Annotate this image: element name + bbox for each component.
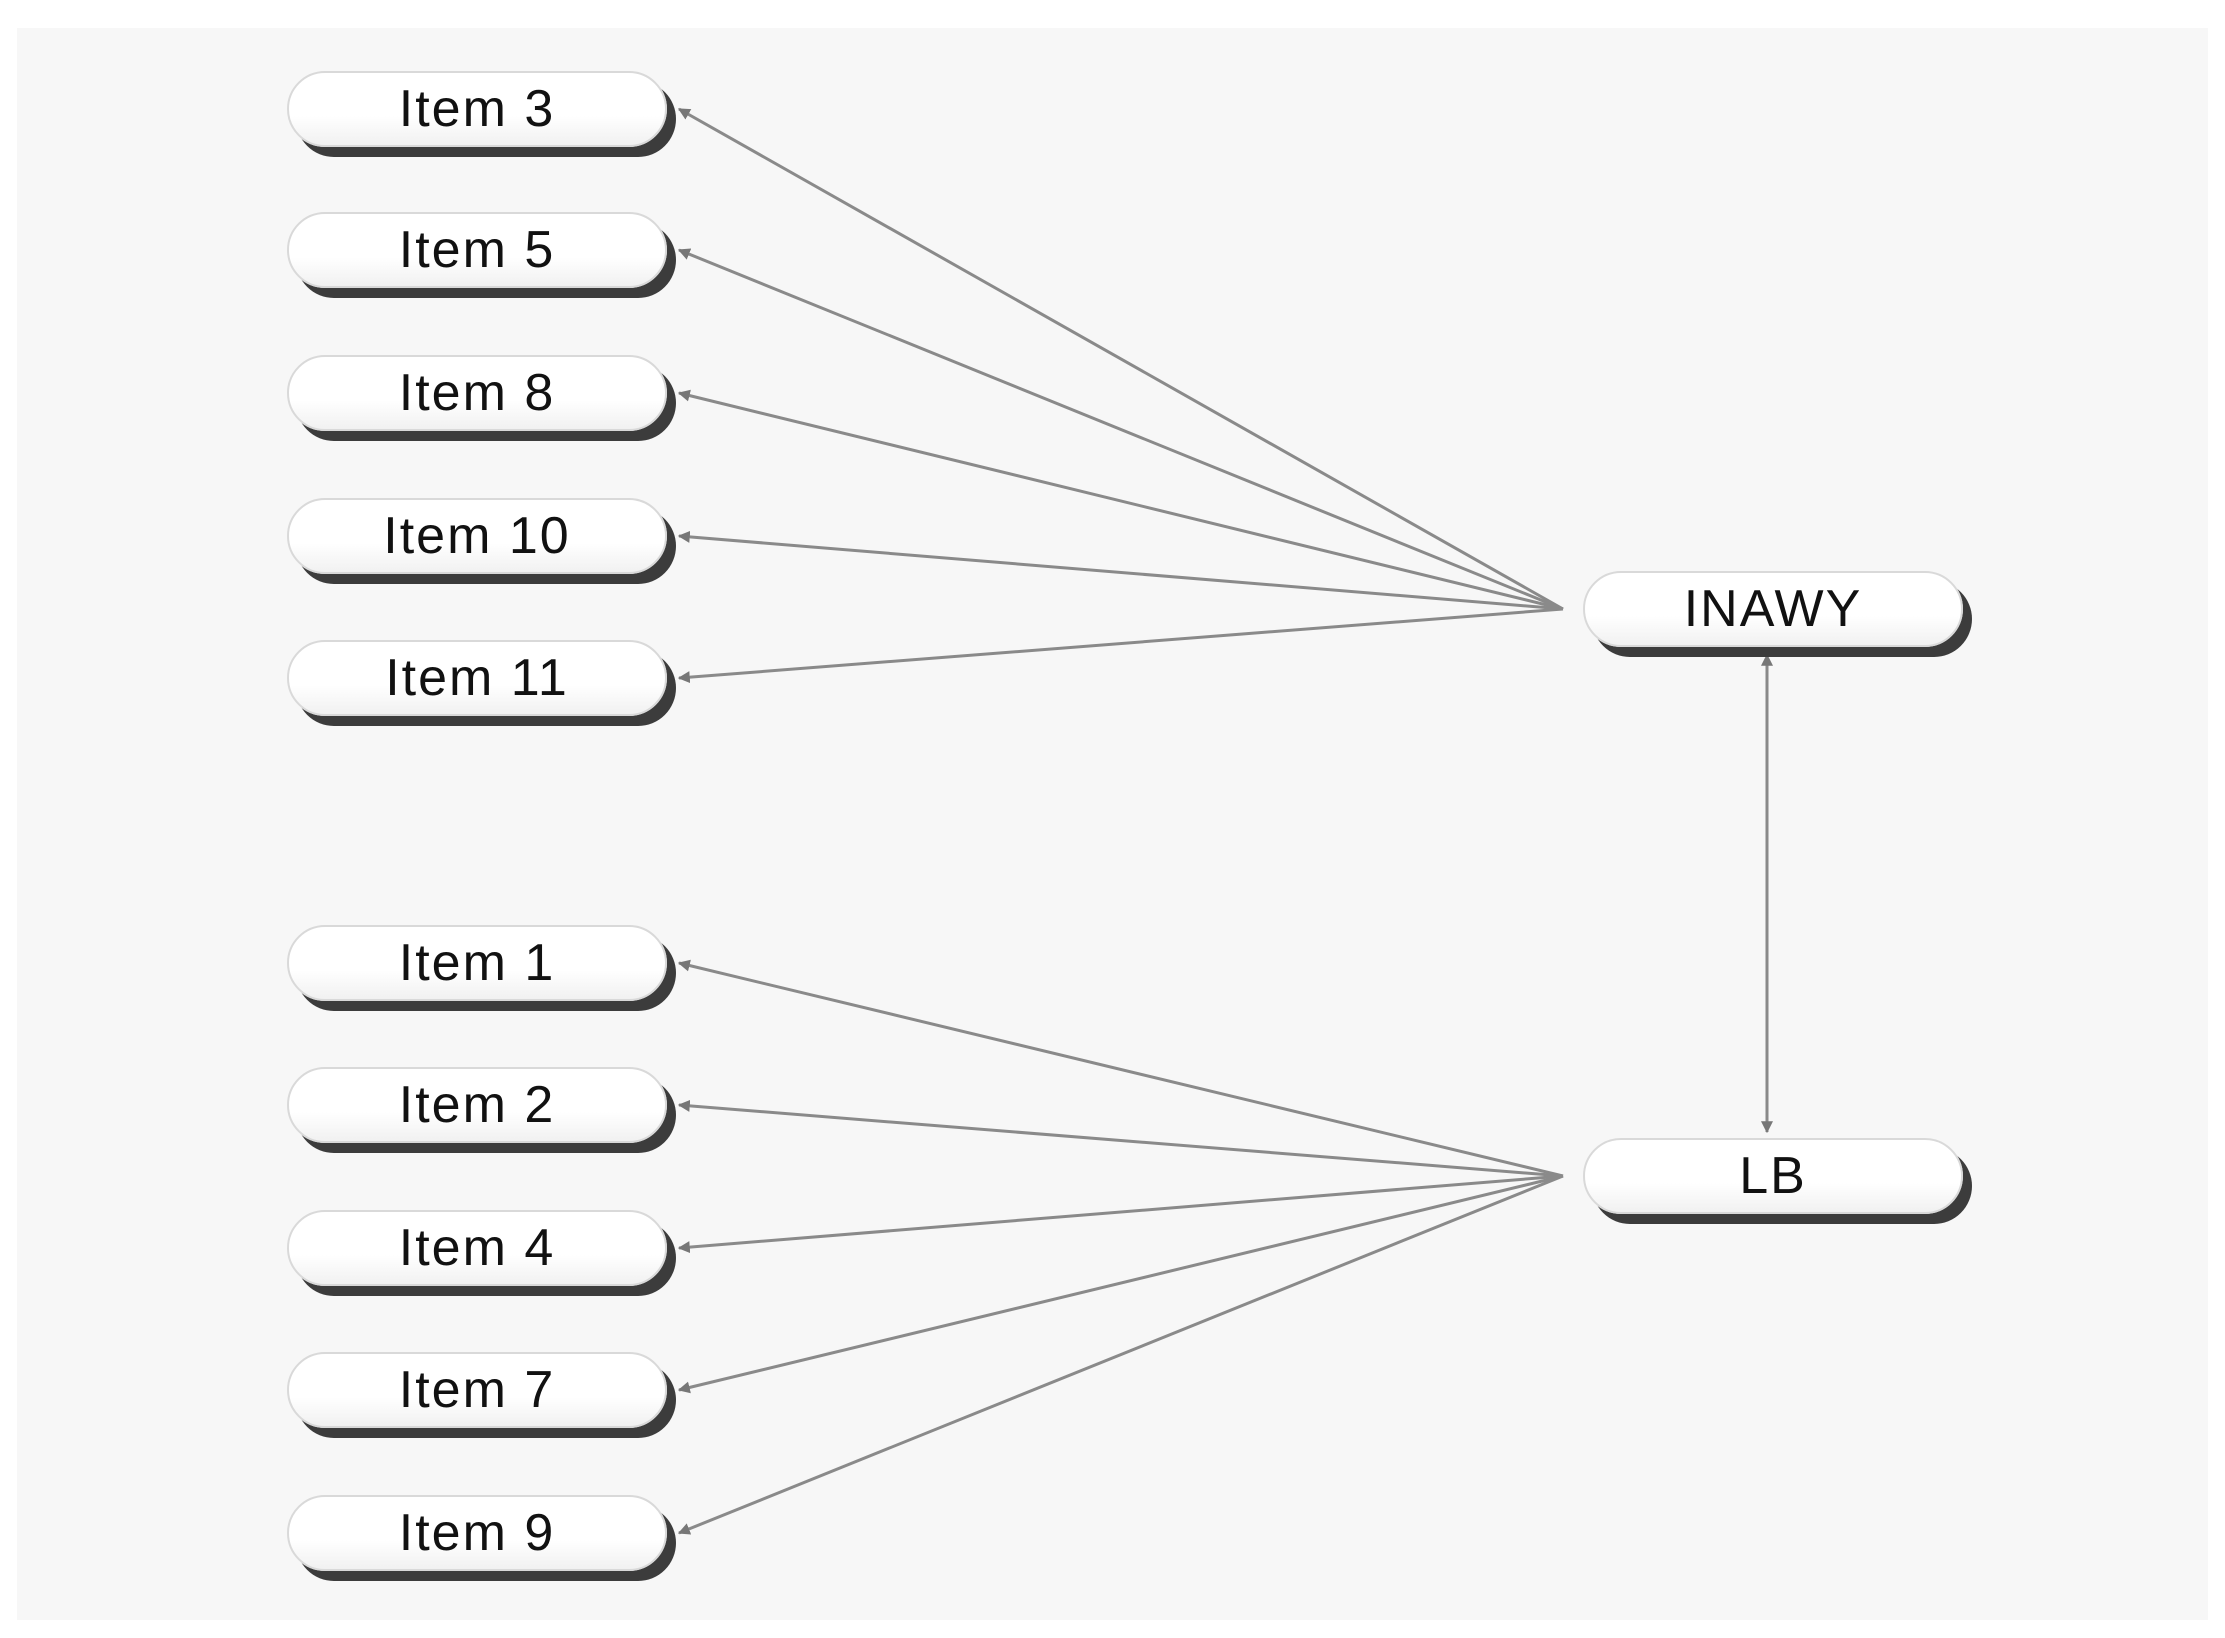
edge-inawy-item3 xyxy=(677,107,1564,611)
factor-node-inawy: INAWY xyxy=(1583,571,1963,647)
item-node-1: Item 1 xyxy=(287,925,667,1001)
item-node-10: Item 10 xyxy=(287,498,667,574)
edge-inawy-item10 xyxy=(677,530,1564,611)
item-node-9: Item 9 xyxy=(287,1495,667,1571)
edge-inawy-item11 xyxy=(677,607,1564,684)
edge-inawy-item5 xyxy=(677,248,1564,611)
edge-lb-item7 xyxy=(677,1174,1564,1394)
item-node-4: Item 4 xyxy=(287,1210,667,1286)
item-node-3: Item 3 xyxy=(287,71,667,147)
edge-lb-item9 xyxy=(677,1174,1564,1535)
edge-lb-item1 xyxy=(677,959,1564,1178)
item-node-8: Item 8 xyxy=(287,355,667,431)
item-node-7: Item 7 xyxy=(287,1352,667,1428)
item-node-2: Item 2 xyxy=(287,1067,667,1143)
item-node-11: Item 11 xyxy=(287,640,667,716)
item-node-5: Item 5 xyxy=(287,212,667,288)
edge-inawy-item8 xyxy=(677,389,1564,611)
edge-lb-item2 xyxy=(677,1099,1564,1178)
factor-node-lb: LB xyxy=(1583,1138,1963,1214)
edge-lb-item4 xyxy=(677,1174,1564,1254)
